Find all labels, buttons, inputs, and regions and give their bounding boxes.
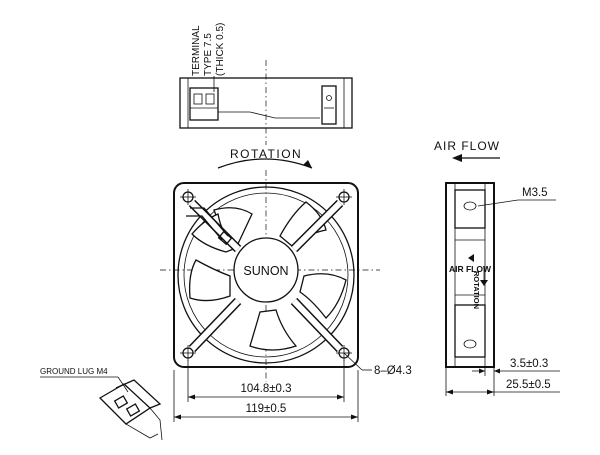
screw-leader bbox=[477, 199, 519, 207]
air-flow-title: AIR FLOW bbox=[434, 139, 500, 153]
brand-label: SUNON bbox=[243, 264, 288, 278]
side-dimensions bbox=[445, 367, 560, 396]
side-view bbox=[445, 182, 495, 368]
side-air-flow-label: AIR FLOW bbox=[449, 264, 492, 274]
rotation-arrow-head bbox=[303, 160, 312, 168]
rotation-label: ROTATION bbox=[230, 147, 302, 161]
terminal-label-line3: (THICK 0.5) bbox=[215, 23, 226, 76]
rotation-arrow bbox=[217, 158, 313, 169]
terminal-label-line1: TERMINAL bbox=[191, 25, 202, 76]
flange-dimension: 3.5±0.3 bbox=[510, 358, 548, 370]
holes-leader bbox=[343, 352, 363, 371]
side-rotation-label: ROTATION bbox=[472, 271, 481, 309]
depth-dimension: 25.5±0.5 bbox=[506, 379, 551, 391]
top-view bbox=[179, 60, 353, 145]
frame-width-dimension: 119±0.5 bbox=[246, 403, 287, 415]
front-view bbox=[160, 170, 380, 382]
air-flow-arrow bbox=[452, 154, 500, 162]
ground-lug-label: GROUND LUG M4 bbox=[40, 367, 108, 376]
terminal-label-line2: TYPE 7.5 bbox=[203, 33, 214, 76]
front-dimensions bbox=[173, 360, 359, 422]
holes-label: 8–Ø4.3 bbox=[374, 365, 412, 377]
hole-pitch-dimension: 104.8±0.3 bbox=[240, 383, 291, 395]
ground-lug-detail bbox=[98, 379, 163, 441]
screw-label: M3.5 bbox=[522, 187, 548, 199]
